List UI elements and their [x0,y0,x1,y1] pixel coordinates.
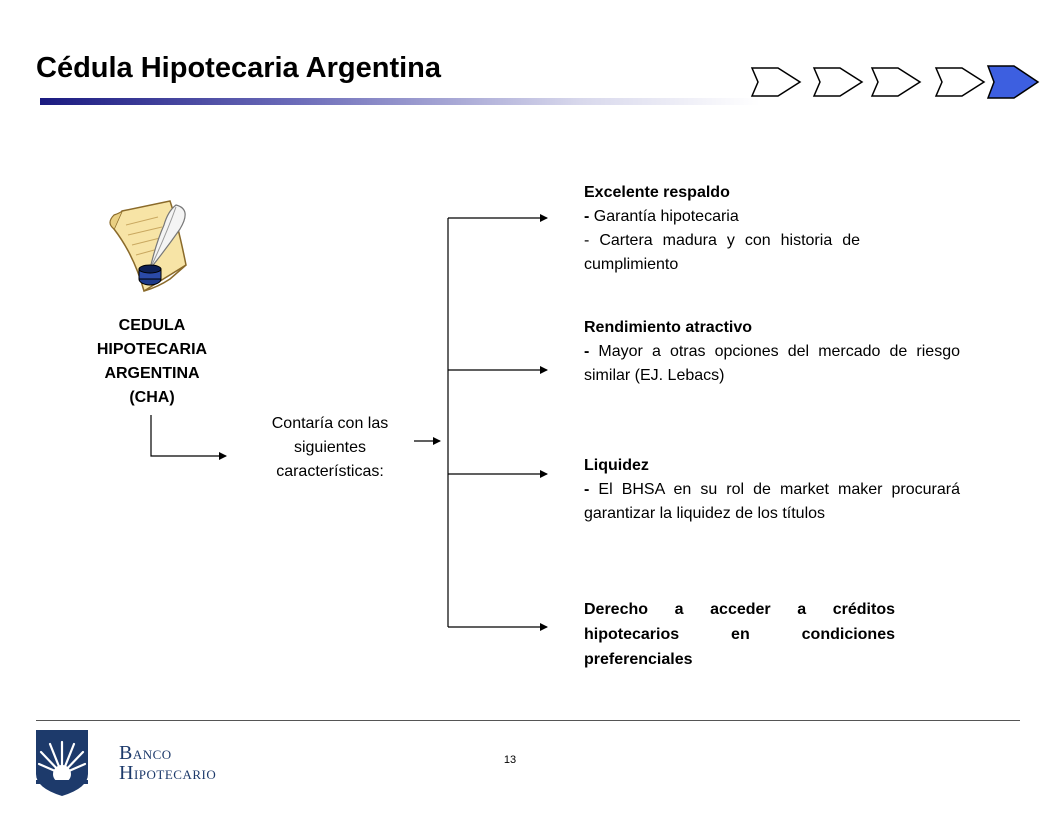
middle-line: Contaría con las [271,415,389,432]
bank-logo-icon [36,730,88,796]
footer-divider [36,720,1020,721]
nav-step-5-arrow-icon-active[interactable] [986,65,1040,99]
feature-rendimiento: Rendimiento atractivo - Mayor a otras op… [584,316,960,388]
nav-step-4-arrow-icon[interactable] [934,67,986,97]
step-navigation [750,65,1040,99]
feature-item: - Mayor a otras opciones del mercado de … [584,343,960,384]
quill-document-icon [109,200,187,293]
page-number: 13 [503,754,517,766]
source-to-middle-connector [150,415,227,460]
title-underline-bar [40,98,760,105]
source-line: (CHA) [129,389,175,406]
feature-item: - Cartera madura y con historia de cumpl… [584,232,860,273]
source-node-label: CEDULA HIPOTECARIA ARGENTINA (CHA) [62,314,242,410]
middle-line: siguientes [293,439,367,456]
nav-step-2-arrow-icon[interactable] [812,67,864,97]
nav-step-3-arrow-icon[interactable] [870,67,922,97]
source-line: HIPOTECARIA [96,341,208,358]
feature-item: - Garantía hipotecaria [584,208,739,225]
feature-item: - El BHSA en su rol de market maker proc… [584,481,960,522]
feature-item-text: Mayor a otras opciones del mercado de ri… [584,343,960,384]
middle-node-label: Contaría con las siguientes característi… [246,412,414,484]
logo-line-2: HIPOTECARIO [119,762,217,784]
feature-heading: Excelente respaldo [584,184,730,201]
bank-logo-wordmark: BANCO HIPOTECARIO [119,742,217,784]
feature-respaldo: Excelente respaldo - Garantía hipotecari… [584,181,860,277]
feature-liquidez: Liquidez - El BHSA en su rol de market m… [584,454,960,526]
source-line: CEDULA [118,317,186,334]
middle-line: características: [276,463,384,480]
source-line: ARGENTINA [104,365,200,382]
feature-item-text: El BHSA en su rol de market maker procur… [584,481,960,522]
feature-item-text: Cartera madura y con historia de cumplim… [584,232,860,273]
logo-line-1: BANCO [119,742,172,764]
nav-step-1-arrow-icon[interactable] [750,67,802,97]
slide-title: Cédula Hipotecaria Argentina [36,52,442,84]
feature-derecho: Derecho a acceder a créditos hipotecario… [584,601,895,668]
feature-item-text: Garantía hipotecaria [593,208,739,225]
feature-heading: Rendimiento atractivo [584,319,753,336]
feature-heading: Liquidez [584,457,649,474]
